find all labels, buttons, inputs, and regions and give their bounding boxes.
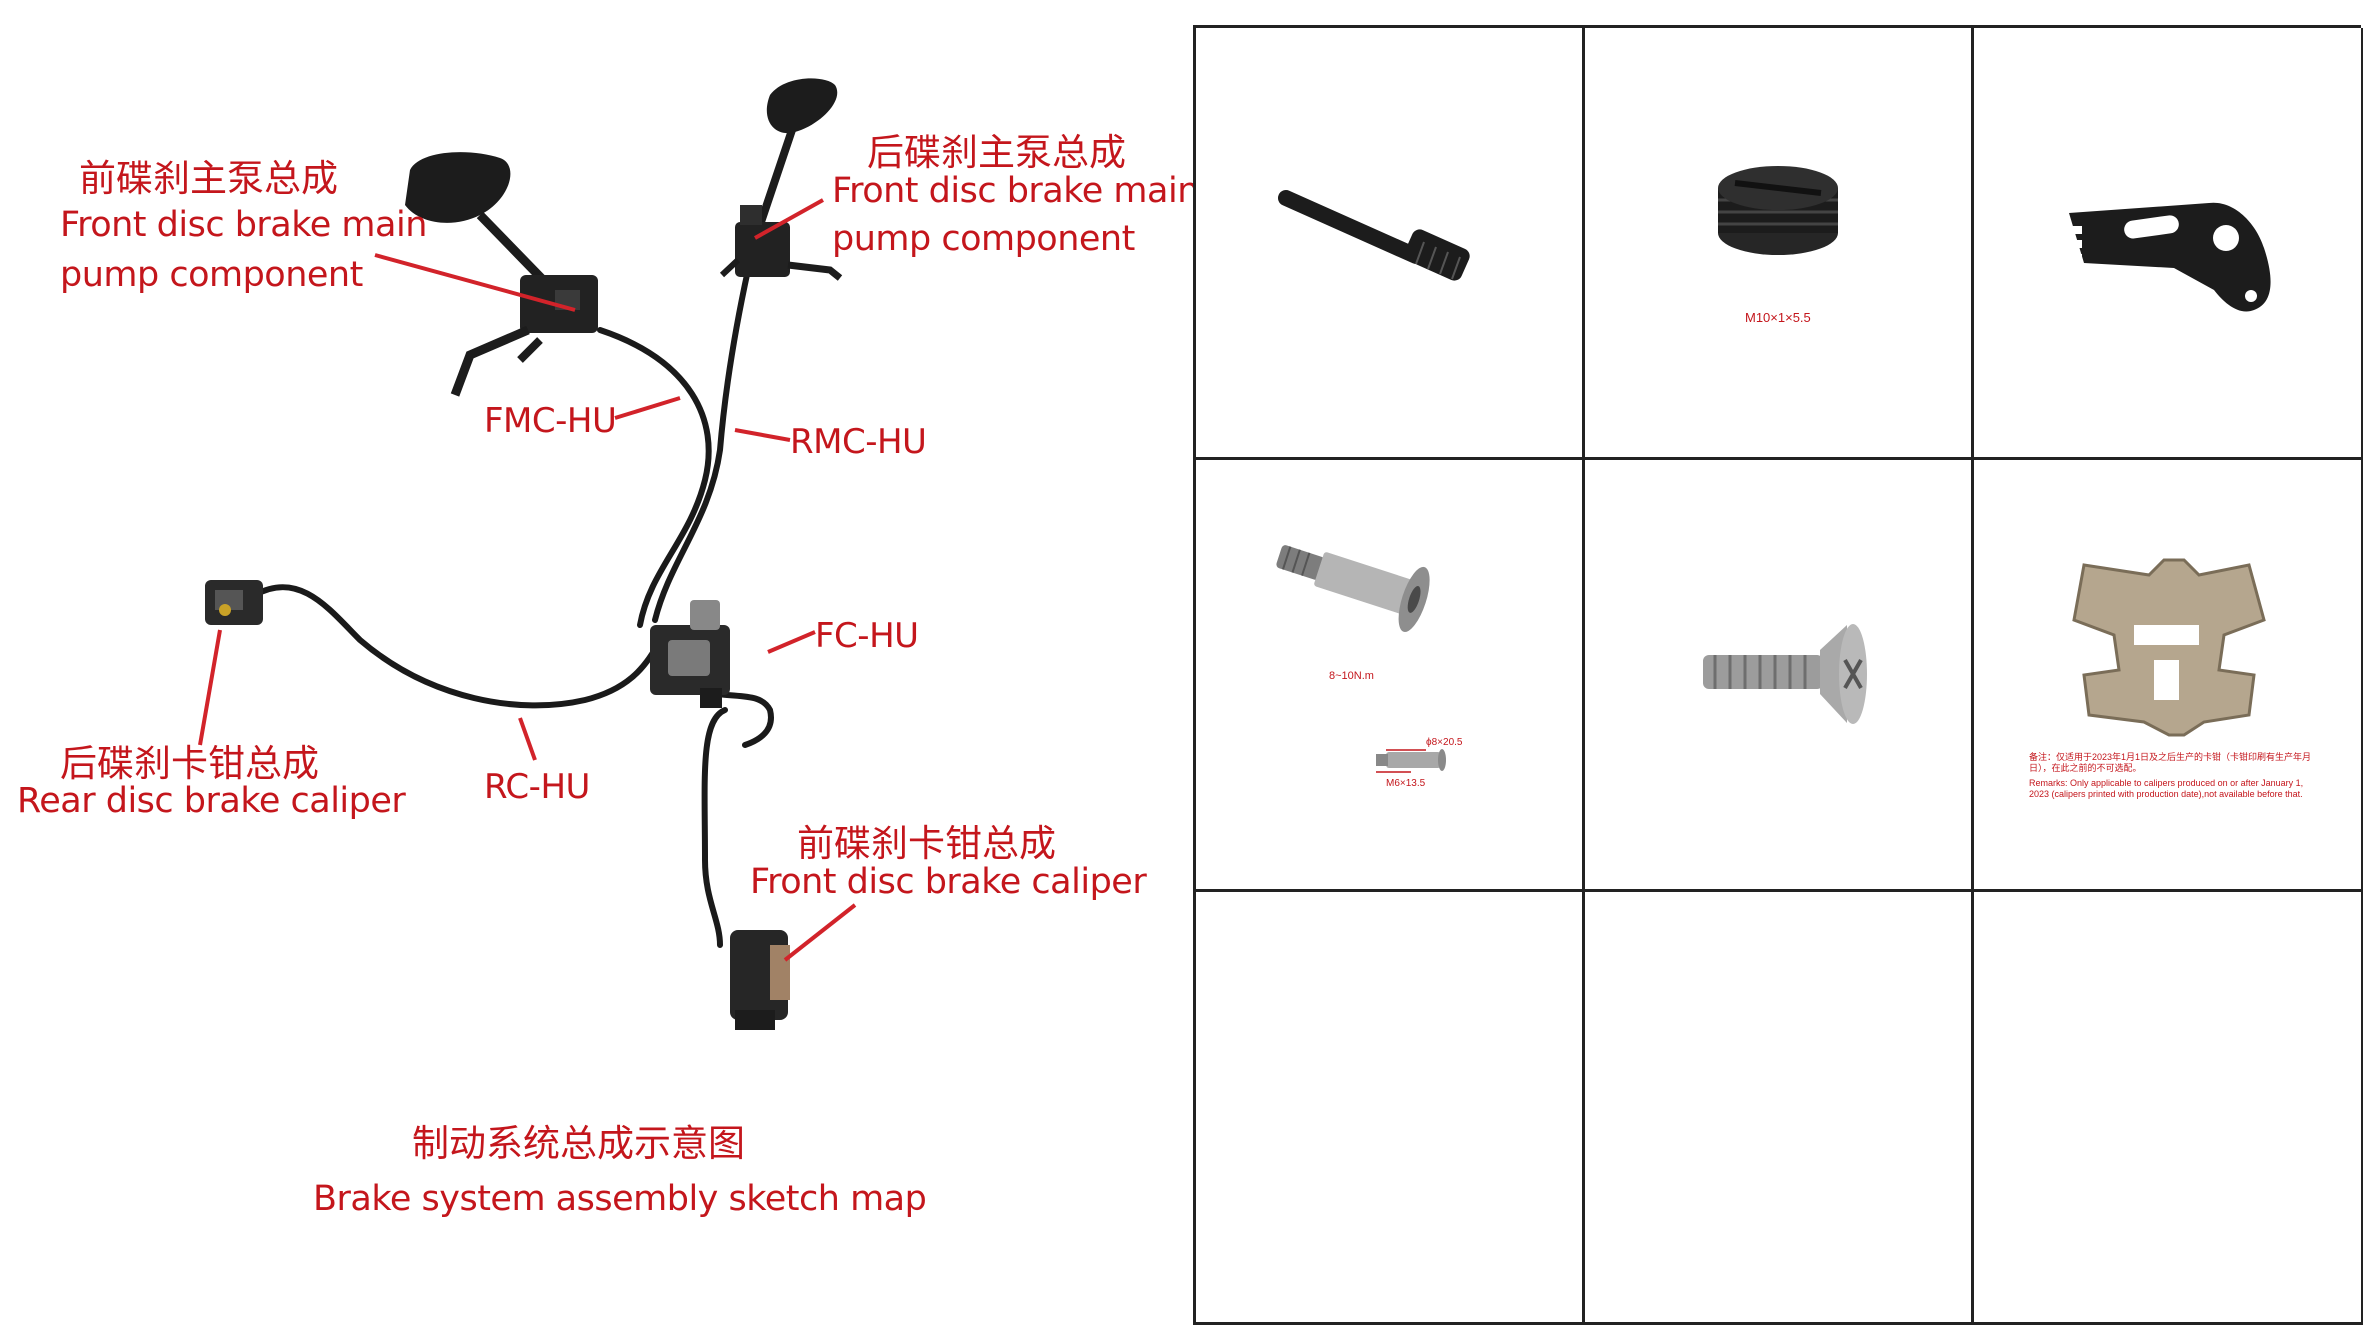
rear-caliper-label-en: Rear disc brake caliper	[17, 781, 406, 821]
part-cell-empty	[1585, 892, 1974, 1325]
front-caliper	[730, 930, 790, 1030]
leader-rear-pump	[754, 198, 824, 240]
spring-clip-note-cn: 备注：仅适用于2023年1月1日及之后生产的卡钳（卡钳印刷有生产年月日），在此之…	[2029, 752, 2312, 773]
rear-master-pump	[719, 78, 843, 281]
brake-system-diagram	[198, 78, 857, 1030]
pad-spring-clip-image	[2072, 558, 2266, 737]
front-master-pump	[405, 152, 598, 397]
part-cell-empty	[1196, 892, 1585, 1325]
leader-rc	[518, 717, 537, 761]
fc-hu-label: FC-HU	[815, 616, 919, 656]
diagram-title-cn: 制动系统总成示意图	[412, 1122, 745, 1165]
shoulder-pin-torque: 8~10N.m	[1329, 670, 1374, 682]
leader-lines	[198, 198, 857, 962]
diagram-title-en: Brake system assembly sketch map	[313, 1179, 927, 1219]
guide-pin-bolt-image	[1278, 190, 1470, 281]
leader-fmc	[614, 396, 681, 420]
part-cell-guide-pin-bolt	[1196, 28, 1585, 460]
rear-caliper	[205, 580, 263, 625]
hose-rc	[252, 584, 663, 709]
parts-grid: M10×1×5.5	[1193, 25, 2363, 1325]
part-cell-bleeder-plug: M10×1×5.5	[1585, 28, 1974, 460]
rear-pump-label-en-2: pump component	[832, 219, 1135, 259]
fmc-hu-label: FMC-HU	[484, 401, 617, 441]
front-caliper-label-en: Front disc brake caliper	[750, 862, 1147, 902]
part-cell-empty	[1974, 892, 2363, 1325]
rc-hu-label: RC-HU	[484, 767, 590, 807]
part-cell-countersunk-screw	[1585, 460, 1974, 892]
rear-pump-label-en-1: Front disc brake main	[832, 171, 1199, 211]
front-pump-label-en-2: pump component	[60, 255, 363, 295]
rear-caliper-label-cn: 后碟刹卡钳总成	[60, 742, 319, 785]
leader-front-pump	[374, 253, 576, 312]
bleeder-plug-caption: M10×1×5.5	[1745, 310, 1811, 325]
leader-front-caliper	[783, 903, 857, 962]
hose-front-caliper	[701, 707, 728, 948]
part-cell-shoulder-pin: 8~10N.m ϕ8×20.5 M6×13.5	[1196, 460, 1585, 892]
front-pump-label-cn: 前碟刹主泵总成	[79, 157, 338, 200]
spring-clip-note-en: Remarks: Only applicable to calipers pro…	[2029, 778, 2304, 799]
bleeder-plug-image	[1718, 166, 1838, 255]
part-cell-pad-spring-clip: 备注：仅适用于2023年1月1日及之后生产的卡钳（卡钳印刷有生产年月日），在此之…	[1974, 460, 2363, 892]
hose-fmc	[597, 327, 712, 628]
part-cell-toothed-bracket	[1974, 28, 2363, 460]
shoulder-pin-image	[1276, 545, 1446, 773]
front-caliper-label-cn: 前碟刹卡钳总成	[797, 822, 1056, 865]
rear-pump-label-cn: 后碟刹主泵总成	[867, 131, 1126, 174]
hose-rmc	[652, 267, 751, 623]
leader-rmc	[734, 428, 791, 442]
countersunk-screw-image	[1703, 624, 1867, 724]
leader-rear-caliper	[198, 629, 222, 746]
toothed-bracket-image	[2069, 202, 2271, 312]
hydraulic-unit	[650, 600, 730, 708]
shoulder-pin-dim-1: ϕ8×20.5	[1426, 737, 1463, 748]
front-pump-label-en-1: Front disc brake main	[60, 205, 427, 245]
shoulder-pin-dim-2: M6×13.5	[1386, 778, 1426, 789]
leader-fc	[767, 630, 816, 654]
rmc-hu-label: RMC-HU	[790, 422, 927, 462]
